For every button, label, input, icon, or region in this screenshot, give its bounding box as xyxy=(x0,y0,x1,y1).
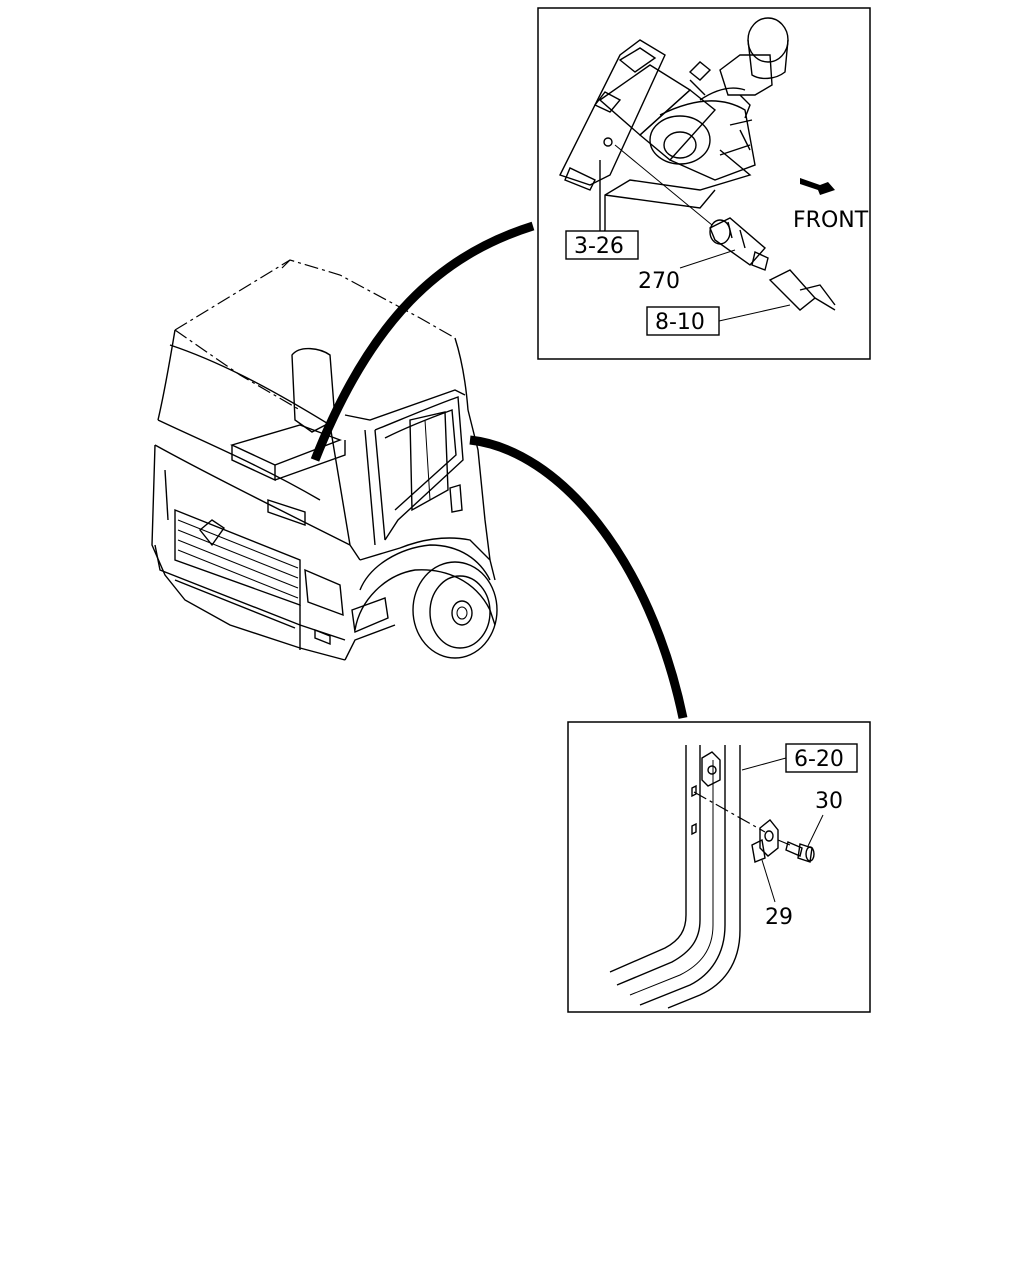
ref-label-6-20: 6-20 xyxy=(794,747,844,772)
bolt-part xyxy=(785,841,815,863)
part-label-30: 30 xyxy=(815,789,843,814)
part-label-270: 270 xyxy=(638,269,680,294)
ref-label-8-10: 8-10 xyxy=(655,310,705,335)
striker-plate-part xyxy=(751,819,779,863)
truck-cab-illustration xyxy=(151,259,498,661)
ref-box-3-26 xyxy=(565,230,639,260)
connector-plug-part xyxy=(768,269,836,311)
detail-box-door-striker: 6-20 30 29 xyxy=(567,721,871,1013)
connector-arc-lower xyxy=(469,435,688,719)
detail-box-pressure-switch: FRONT 3-26 270 8-10 xyxy=(537,7,871,360)
pressure-switch-part xyxy=(709,217,769,271)
front-label: FRONT xyxy=(793,208,869,233)
ref-label-3-26: 3-26 xyxy=(574,234,624,259)
connector-arc-upper xyxy=(310,221,535,462)
front-arrow-icon xyxy=(800,178,835,195)
part-label-29: 29 xyxy=(765,905,793,930)
ref-box-8-10 xyxy=(646,306,720,336)
